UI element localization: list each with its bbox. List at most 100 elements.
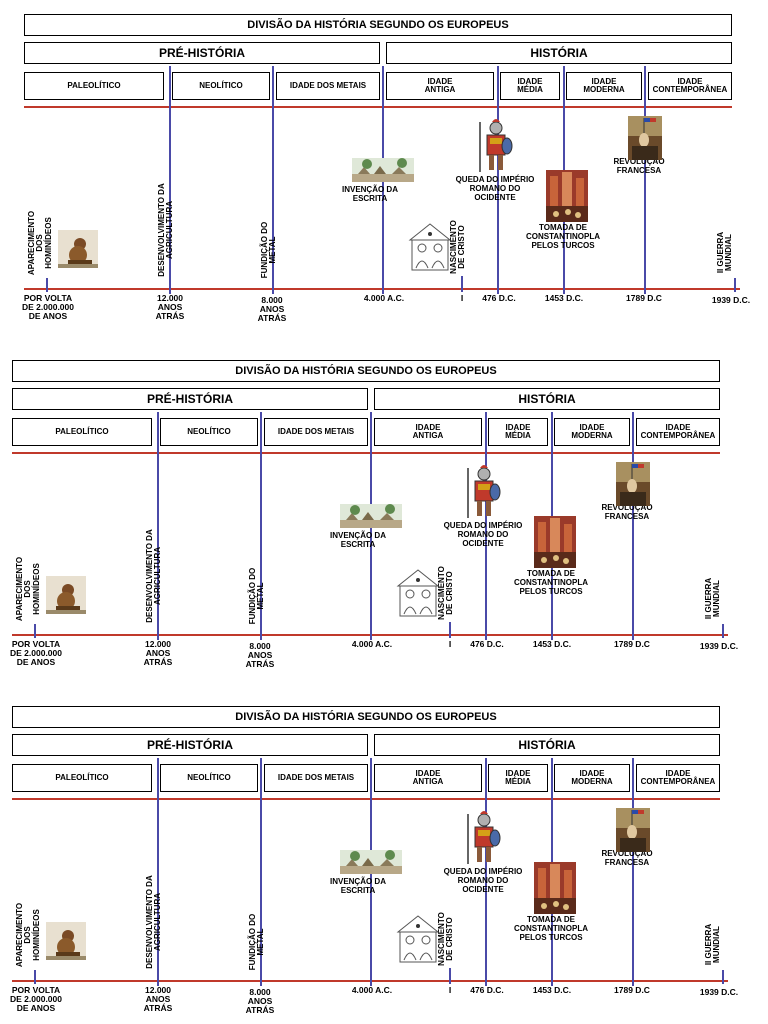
period-idade-moderna: IDADE MODERNA <box>554 418 630 446</box>
line-agricultura <box>157 758 159 986</box>
village-image <box>340 850 402 874</box>
tick-guerra <box>722 624 724 638</box>
roman-soldier-image <box>467 465 501 518</box>
date-i: I <box>448 639 452 649</box>
tick-guerra <box>722 970 724 984</box>
period-neolitico: NEOLÍTICO <box>172 72 270 100</box>
event-escrita: INVENÇÃO DA ESCRITA <box>341 185 398 203</box>
date-1453: 1453 D.C. <box>544 293 584 303</box>
history-header: HISTÓRIA <box>374 388 720 410</box>
date-4000ac: 4.000 A.C. <box>351 985 393 995</box>
event-cristo: NASCIMENTO DE CRISTO <box>437 912 455 966</box>
tick-hominideos <box>46 278 48 292</box>
event-metal: FUNDIÇÃO DO METAL <box>248 913 266 971</box>
date-i: I <box>460 293 464 303</box>
tick-hominideos <box>34 970 36 984</box>
date-476: 476 D.C. <box>470 639 504 649</box>
line-queda-roma <box>497 66 499 294</box>
main-title: DIVISÃO DA HISTÓRIA SEGUNDO OS EUROPEUS <box>24 14 732 36</box>
line-metal <box>260 412 262 640</box>
period-idade-antiga: IDADE ANTIGA <box>374 764 482 792</box>
tick-cristo <box>449 968 451 984</box>
date-476: 476 D.C. <box>482 293 516 303</box>
date-2000000: POR VOLTA DE 2.000.000 DE ANOS <box>10 639 62 667</box>
period-neolitico: NEOLÍTICO <box>160 418 258 446</box>
period-idade-contemporanea: IDADE CONTEMPORÂNEA <box>636 764 720 792</box>
period-idade-contemporanea: IDADE CONTEMPORÂNEA <box>636 418 720 446</box>
event-queda-roma: QUEDA DO IMPÉRIO ROMANO DO OCIDENTE <box>443 521 523 548</box>
period-paleolitico: PALEOLÍTICO <box>24 72 164 100</box>
period-idade-antiga: IDADE ANTIGA <box>374 418 482 446</box>
pre-history-header: PRÉ-HISTÓRIA <box>24 42 380 64</box>
line-agricultura <box>169 66 171 294</box>
event-agricultura: DESENVOLVIMENTO DA AGRICULTURA <box>145 529 163 623</box>
event-revolucao: REVOLUÇÃO FRANCESA <box>601 503 653 521</box>
event-guerra: II GUERRA MUNDIAL <box>704 577 722 620</box>
date-476: 476 D.C. <box>470 985 504 995</box>
pre-history-header: PRÉ-HISTÓRIA <box>12 734 368 756</box>
line-metal <box>260 758 262 986</box>
event-constantinopla: TOMADA DE CONSTANTINOPLA PELOS TURCOS <box>525 223 601 250</box>
date-8000: 8.000 ANOS ATRÁS <box>245 987 275 1015</box>
period-paleolitico: PALEOLÍTICO <box>12 764 152 792</box>
tick-hominideos <box>34 624 36 638</box>
event-escrita: INVENÇÃO DA ESCRITA <box>329 877 386 895</box>
date-4000ac: 4.000 A.C. <box>351 639 393 649</box>
period-idade-moderna: IDADE MODERNA <box>566 72 642 100</box>
date-1939: 1939 D.C. <box>711 295 751 305</box>
date-12000: 12.000 ANOS ATRÁS <box>155 293 185 321</box>
event-metal: FUNDIÇÃO DO METAL <box>260 221 278 279</box>
village-image <box>352 158 414 182</box>
line-revolucao <box>632 758 634 986</box>
event-queda-roma: QUEDA DO IMPÉRIO ROMANO DO OCIDENTE <box>455 175 535 202</box>
date-12000: 12.000 ANOS ATRÁS <box>143 639 173 667</box>
date-12000: 12.000 ANOS ATRÁS <box>143 985 173 1013</box>
event-agricultura: DESENVOLVIMENTO DA AGRICULTURA <box>145 875 163 969</box>
pre-history-header: PRÉ-HISTÓRIA <box>12 388 368 410</box>
event-revolucao: REVOLUÇÃO FRANCESA <box>613 157 665 175</box>
period-idade-media: IDADE MÉDIA <box>488 764 548 792</box>
event-guerra: II GUERRA MUNDIAL <box>716 231 734 274</box>
date-1789: 1789 D.C <box>626 293 662 303</box>
event-metal: FUNDIÇÃO DO METAL <box>248 567 266 625</box>
liberty-painting-image <box>616 462 650 506</box>
constantinople-image <box>546 170 588 222</box>
event-cristo: NASCIMENTO DE CRISTO <box>437 566 455 620</box>
event-agricultura: DESENVOLVIMENTO DA AGRICULTURA <box>157 183 175 277</box>
event-queda-roma: QUEDA DO IMPÉRIO ROMANO DO OCIDENTE <box>443 867 523 894</box>
top-red-line <box>12 798 720 800</box>
hominid-image <box>58 230 98 268</box>
event-hominideos: APARECIMENTO DOS HOMINÍDEOS <box>15 902 41 968</box>
event-revolucao: REVOLUÇÃO FRANCESA <box>601 849 653 867</box>
history-header: HISTÓRIA <box>386 42 732 64</box>
period-idade-media: IDADE MÉDIA <box>488 418 548 446</box>
liberty-painting-image <box>616 808 650 852</box>
history-header: HISTÓRIA <box>374 734 720 756</box>
hominid-image <box>46 922 86 960</box>
nativity-image <box>408 223 452 271</box>
date-1789: 1789 D.C <box>614 985 650 995</box>
date-2000000: POR VOLTA DE 2.000.000 DE ANOS <box>22 293 74 321</box>
hominid-image <box>46 576 86 614</box>
period-idade-metais: IDADE DOS METAIS <box>264 418 368 446</box>
roman-soldier-image <box>479 119 513 172</box>
date-i: I <box>448 985 452 995</box>
nativity-image <box>396 569 440 617</box>
period-idade-contemporanea: IDADE CONTEMPORÂNEA <box>648 72 732 100</box>
tick-guerra <box>734 278 736 292</box>
line-queda-roma <box>485 758 487 986</box>
event-constantinopla: TOMADA DE CONSTANTINOPLA PELOS TURCOS <box>513 569 589 596</box>
event-hominideos: APARECIMENTO DOS HOMINÍDEOS <box>15 556 41 622</box>
line-agricultura <box>157 412 159 640</box>
date-2000000: POR VOLTA DE 2.000.000 DE ANOS <box>10 985 62 1013</box>
event-escrita: INVENÇÃO DA ESCRITA <box>329 531 386 549</box>
event-guerra: II GUERRA MUNDIAL <box>704 923 722 966</box>
date-1453: 1453 D.C. <box>532 639 572 649</box>
period-neolitico: NEOLÍTICO <box>160 764 258 792</box>
period-idade-metais: IDADE DOS METAIS <box>264 764 368 792</box>
constantinople-image <box>534 862 576 914</box>
period-idade-metais: IDADE DOS METAIS <box>276 72 380 100</box>
date-1939: 1939 D.C. <box>699 987 739 997</box>
nativity-image <box>396 915 440 963</box>
tick-cristo <box>449 622 451 638</box>
